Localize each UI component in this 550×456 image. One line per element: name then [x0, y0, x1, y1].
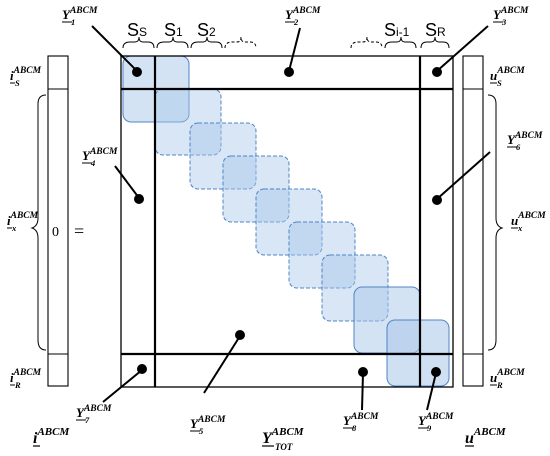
label-y1: YABCM [62, 6, 98, 22]
label-y6-sub: 6 [516, 142, 521, 152]
label-ux: uABCM [511, 211, 546, 228]
leader-y8 [361, 372, 364, 411]
dot-y4 [134, 194, 144, 204]
dot-y3 [432, 67, 442, 77]
label-ir-sub: R [14, 380, 21, 390]
segment-s2: S2 [197, 20, 216, 40]
leader-y1 [91, 25, 138, 72]
label-ux-sub: x [517, 223, 523, 233]
bottom-labels: iABCM YABCM TOT uABCM [33, 426, 507, 452]
voltage-labels: uABCM S uABCM x uABCM R [490, 66, 546, 390]
label-ytot: YABCM [262, 426, 305, 447]
diagonal-blocks [122, 55, 450, 387]
dot-y7 [137, 364, 147, 374]
brace-sr [420, 36, 450, 49]
callouts [91, 25, 491, 411]
label-y2: YABCM [285, 6, 321, 22]
current-label-underlines [7, 82, 15, 386]
label-y8-sub: 8 [352, 423, 357, 433]
leader-y6 [436, 151, 491, 200]
brace-s2 [190, 36, 223, 49]
label-ir: iABCM [10, 368, 42, 385]
voltage-vector-box [462, 55, 484, 387]
label-ix: iABCM [7, 211, 39, 228]
label-y8: YABCM [343, 412, 379, 428]
label-y7: YABCM [76, 404, 112, 420]
current-labels: iABCM S iABCM x iABCM R [7, 66, 42, 390]
label-y5-sub: 5 [199, 426, 204, 436]
label-ix-sub: x [11, 223, 17, 233]
label-i-vector: iABCM [33, 426, 70, 447]
label-y9-sub: 9 [427, 423, 432, 433]
label-us-sub: S [497, 78, 502, 88]
brace-ss [122, 36, 155, 49]
current-vector-box [47, 55, 69, 387]
label-y4: YABCM [82, 147, 118, 163]
label-y5: YABCM [190, 415, 226, 431]
label-y3-sub: 3 [501, 17, 507, 27]
label-is-sub: S [15, 78, 20, 88]
label-y4-sub: 4 [90, 158, 95, 168]
block-label-underlines [62, 21, 517, 432]
brace-s1 [156, 36, 189, 49]
brace-ellipsis-left [224, 36, 257, 49]
label-y2-sub: 2 [293, 17, 299, 27]
segment-labels: SS S1 S2 Si-1 SR [127, 20, 446, 40]
dot-y6 [432, 195, 442, 205]
brace-si-1 [384, 36, 417, 49]
matrix-outline [120, 55, 454, 388]
leader-y5 [203, 335, 241, 394]
voltage-vector [462, 55, 484, 387]
label-ytot-sub: TOT [275, 442, 293, 452]
label-y9: YABCM [418, 412, 454, 428]
block-labels: YABCM 1 YABCM 2 YABCM 3 YABCM 4 YABCM 5 … [62, 6, 543, 436]
dot-y5 [235, 330, 245, 340]
dot-y2 [284, 67, 294, 77]
label-y1-sub: 1 [71, 17, 75, 27]
brace-ellipsis-right [350, 36, 383, 49]
label-is: iABCM [10, 66, 42, 83]
segment-si-1: Si-1 [384, 20, 410, 40]
right-brace-ux [487, 94, 504, 351]
equals-sign: = [74, 221, 84, 241]
matrix-frame [120, 55, 454, 388]
zero-symbol: 0 [52, 225, 59, 240]
leader-y4 [114, 165, 140, 199]
label-ur-sub: R [496, 380, 503, 390]
dot-y9 [431, 367, 441, 377]
dot-y8 [358, 367, 368, 377]
leader-y7 [102, 369, 143, 403]
segment-s1: S1 [164, 20, 183, 40]
current-vector [47, 55, 69, 387]
label-u-vector: uABCM [465, 426, 507, 447]
segment-ss: SS [127, 20, 147, 40]
label-y6: YABCM [507, 131, 543, 147]
voltage-label-underlines [490, 82, 518, 386]
braces [30, 36, 504, 351]
leader-y9 [426, 372, 437, 411]
left-brace-ix [30, 94, 47, 351]
label-ur: uABCM [490, 368, 525, 385]
leader-y2 [288, 27, 301, 72]
label-y3: YABCM [493, 6, 529, 22]
leader-y3 [436, 25, 489, 72]
label-y7-sub: 7 [85, 415, 90, 425]
dot-y1 [132, 67, 142, 77]
segment-sr: SR [425, 20, 446, 40]
label-us: uABCM [490, 66, 525, 83]
